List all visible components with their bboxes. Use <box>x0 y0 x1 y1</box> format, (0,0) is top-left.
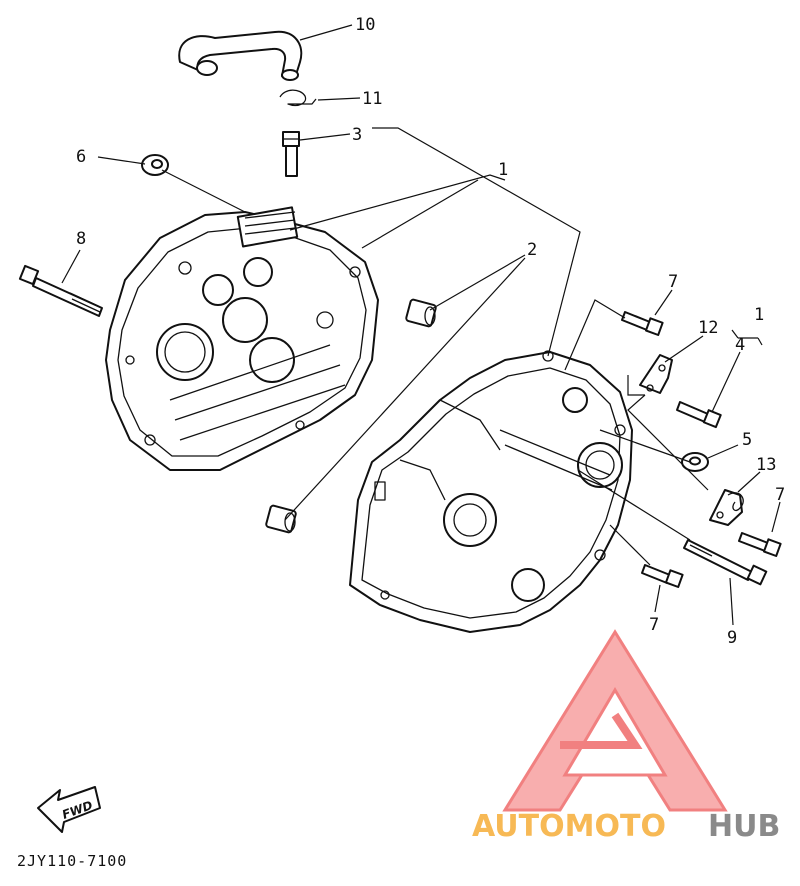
callout-1-top: 1 <box>498 160 508 180</box>
bolt-part-8 <box>18 264 103 317</box>
callout-8: 8 <box>76 229 86 249</box>
leader-lines <box>61 24 781 626</box>
clip-part-11 <box>279 89 317 107</box>
callout-7-right: 7 <box>775 485 785 505</box>
bracket-part-12 <box>639 354 673 394</box>
callout-7-lower: 7 <box>649 615 659 635</box>
callout-5: 5 <box>742 430 752 450</box>
callout-13: 13 <box>756 455 776 475</box>
clamp-part-13 <box>709 489 744 526</box>
bolt-part-4 <box>676 401 722 429</box>
callout-2: 2 <box>527 240 537 260</box>
fwd-arrow-icon: FWD <box>37 786 101 833</box>
bolt-part-9 <box>683 539 768 586</box>
hose-part-10 <box>178 30 303 81</box>
callout-3: 3 <box>352 125 362 145</box>
callout-6: 6 <box>76 147 86 167</box>
callout-11: 11 <box>362 89 382 109</box>
watermark-text: AUTOMOTO HUB <box>472 809 780 844</box>
callout-1-right: 1 <box>754 305 764 325</box>
left-crankcase-half <box>105 206 379 471</box>
washer-part-5 <box>681 452 709 472</box>
callout-9: 9 <box>727 628 737 648</box>
callout-12: 12 <box>698 318 718 338</box>
callout-4: 4 <box>735 335 745 355</box>
callout-10: 10 <box>355 15 375 35</box>
dowel-pin-lower <box>265 504 297 534</box>
callout-7-upper: 7 <box>668 272 678 292</box>
watermark-part-automoto: AUTOMOTO <box>472 809 666 844</box>
right-crankcase-half <box>349 350 633 633</box>
dowel-pin-upper <box>405 298 437 328</box>
fitting-part-3 <box>282 131 300 177</box>
watermark-logo <box>502 629 728 812</box>
watermark-part-hub: HUB <box>708 809 780 844</box>
bolt-part-7-lower <box>641 564 684 588</box>
washer-part-6 <box>141 154 169 176</box>
diagram-code: 2JY110-7100 <box>17 852 127 870</box>
bolt-part-7-right <box>738 532 782 557</box>
bolt-part-7-upper <box>621 311 664 336</box>
